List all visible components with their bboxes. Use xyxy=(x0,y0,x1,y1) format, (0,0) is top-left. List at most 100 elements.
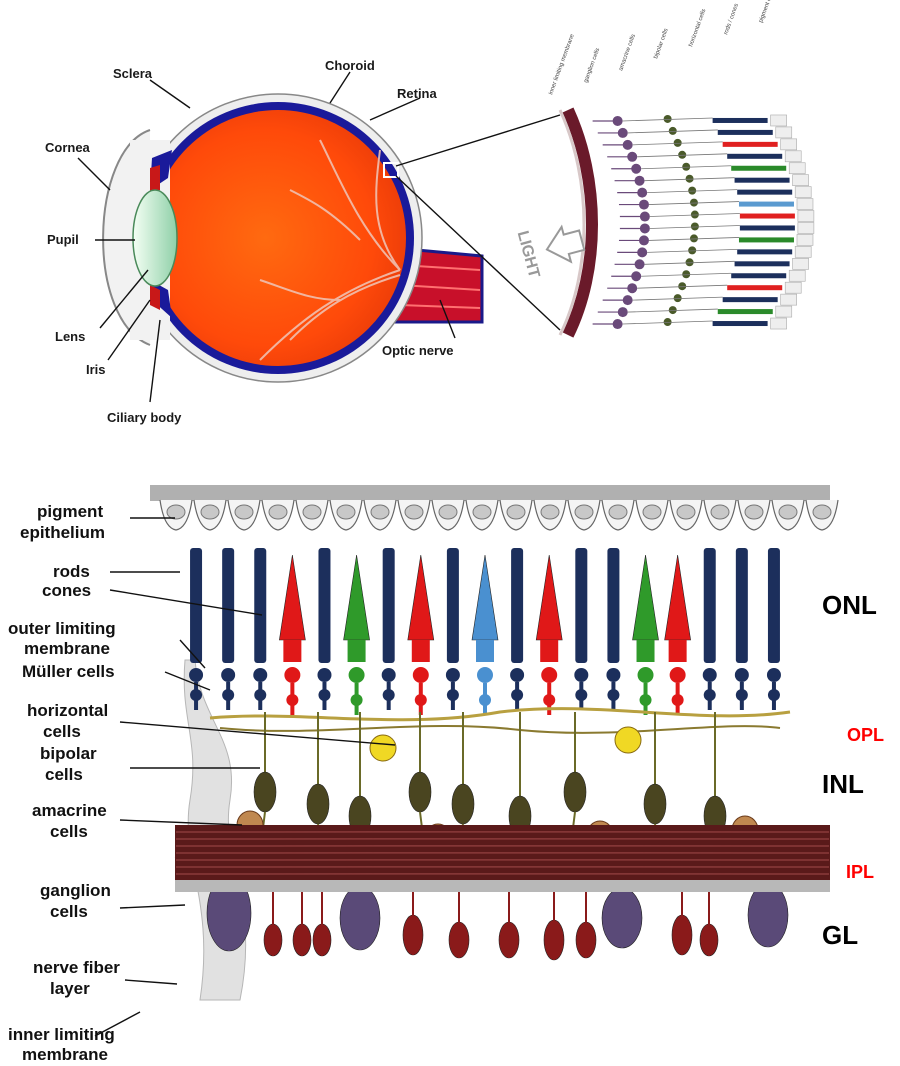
inset-pigment-cell xyxy=(776,306,792,317)
inset-pigment-cell xyxy=(781,139,797,150)
inset-bipolar-cell xyxy=(682,163,690,171)
label-ciliary-body: Ciliary body xyxy=(107,410,182,425)
bipolar-cell xyxy=(564,772,586,812)
inset-photoreceptor xyxy=(731,273,786,278)
label-inner-limiting: inner limiting xyxy=(8,1025,115,1044)
rod-nucleus xyxy=(221,668,235,682)
inset-bipolar-cell xyxy=(678,151,686,159)
rod-outer-segment xyxy=(704,548,716,663)
inset-pigment-cell xyxy=(781,294,797,305)
inset-pigment-cell xyxy=(771,318,787,329)
inset-cell-label: bipolar cells xyxy=(653,28,669,60)
lens xyxy=(133,190,177,286)
cone-green-outer-segment xyxy=(633,555,659,640)
cone-green-inner-segment xyxy=(348,640,366,662)
inset-bipolar-cell xyxy=(690,199,698,207)
eye-cross-section xyxy=(103,94,482,382)
label-choroid: Choroid xyxy=(325,58,375,73)
label-ganglion-cells: cells xyxy=(50,902,88,921)
rod-terminal xyxy=(736,689,748,701)
pigment-cell-nucleus xyxy=(371,505,389,519)
label-nerve-fiber: nerve fiber xyxy=(33,958,120,977)
cone-green-inner-segment xyxy=(637,640,655,662)
label-retina: Retina xyxy=(397,86,438,101)
horizontal-dendrites xyxy=(210,709,790,720)
cone-blue-nucleus xyxy=(477,667,493,683)
pigment-cell-nucleus xyxy=(643,505,661,519)
rod-outer-segment xyxy=(736,548,748,663)
inset-photoreceptor xyxy=(740,225,795,230)
layer-inl: INL xyxy=(822,769,864,799)
inset-pigment-cell xyxy=(797,199,813,210)
label-pigment: pigment xyxy=(37,502,103,521)
cone-red-nucleus xyxy=(670,667,686,683)
cone-blue-inner-segment xyxy=(476,640,494,662)
inset-bipolar-cell xyxy=(686,175,694,183)
label-bipolar: bipolar xyxy=(40,744,97,763)
pigment-cell-nucleus xyxy=(201,505,219,519)
layer-opl: OPL xyxy=(847,725,884,745)
inset-bipolar-cell xyxy=(664,115,672,123)
inset-light-arrow: LIGHT xyxy=(514,217,588,280)
inset-photoreceptor xyxy=(737,190,792,195)
label-bipolar-cells: cells xyxy=(45,765,83,784)
cone-blue-pedicle xyxy=(479,694,491,706)
cone-red-inner-segment xyxy=(283,640,301,662)
inner-limiting-membrane xyxy=(175,880,830,892)
label-horizontal: horizontal xyxy=(27,701,108,720)
pigment-cell-nucleus xyxy=(711,505,729,519)
pigment-cell-nucleus xyxy=(677,505,695,519)
pigment-cell-nucleus xyxy=(779,505,797,519)
cone-green-nucleus xyxy=(349,667,365,683)
inset-bipolar-cell xyxy=(678,282,686,290)
label-light: LIGHT xyxy=(514,229,543,280)
inset-photoreceptor xyxy=(723,142,778,147)
pigment-cell-nucleus xyxy=(541,505,559,519)
label-horizontal-cells: cells xyxy=(43,722,81,741)
bipolar-cell xyxy=(409,772,431,812)
horizontal-cell xyxy=(370,735,396,761)
inset-photoreceptor xyxy=(727,285,782,290)
rod-nucleus xyxy=(317,668,331,682)
label-ganglion: ganglion xyxy=(40,881,111,900)
label-optic-nerve: Optic nerve xyxy=(382,343,454,358)
inset-pigment-cell xyxy=(798,222,814,233)
rod-terminal xyxy=(768,689,780,701)
inset-bipolar-cell xyxy=(688,246,696,254)
nerve-fiber xyxy=(176,859,829,860)
cone-red-pedicle xyxy=(672,694,684,706)
inset-pigment-cell xyxy=(789,163,805,174)
label-sclera: Sclera xyxy=(113,66,153,81)
inset-cell-label: pigment epithelium xyxy=(758,0,781,24)
inset-cell-label: amacrine cells xyxy=(618,34,637,72)
rod-terminal xyxy=(511,689,523,701)
label-membrane-outer: membrane xyxy=(24,639,110,658)
inset-photoreceptor xyxy=(731,166,786,171)
bipolar-cell xyxy=(452,784,474,824)
rod-outer-segment xyxy=(575,548,587,663)
inset-photoreceptor xyxy=(737,249,792,254)
retina-layers-diagram xyxy=(150,485,838,1000)
nerve-fiber xyxy=(176,866,829,867)
label-rods: rods xyxy=(53,562,90,581)
cone-red-outer-segment xyxy=(408,555,434,640)
inset-bipolar-cell xyxy=(682,270,690,278)
layer-ipl: IPL xyxy=(846,862,874,882)
layer-gl: GL xyxy=(822,920,858,950)
nerve-fiber xyxy=(176,873,829,874)
rod-outer-segment xyxy=(607,548,619,663)
label-muller-cells: Müller cells xyxy=(22,662,115,681)
inset-photoreceptor xyxy=(727,154,782,159)
cone-red-inner-segment xyxy=(540,640,558,662)
cone-green-outer-segment xyxy=(344,555,370,640)
pigment-cell-nucleus xyxy=(745,505,763,519)
cone-green-pedicle xyxy=(640,694,652,706)
pigment-cell-nucleus xyxy=(235,505,253,519)
cone-red-nucleus xyxy=(284,667,300,683)
pigment-cell-nucleus xyxy=(303,505,321,519)
layer-onl: ONL xyxy=(822,590,877,620)
inset-pigment-cell xyxy=(793,175,809,186)
inset-pigment-cell xyxy=(785,282,801,293)
inset-bipolar-cell xyxy=(686,258,694,266)
pigment-cell-nucleus xyxy=(609,505,627,519)
